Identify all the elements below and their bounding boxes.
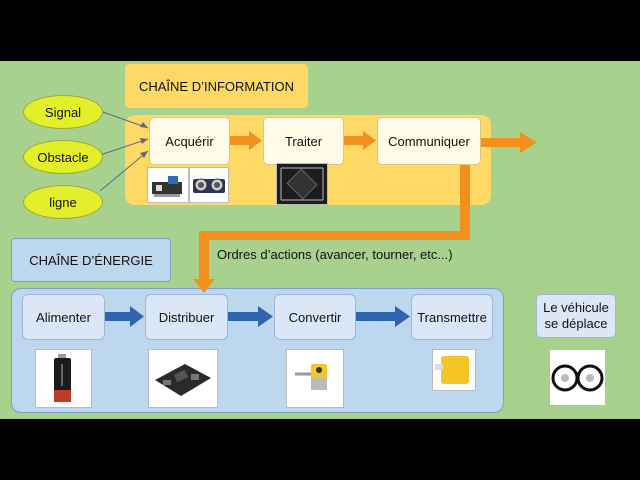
input-ligne: ligne — [23, 185, 103, 219]
step-alimenter: Alimenter — [22, 294, 105, 340]
input-signal: Signal — [23, 95, 103, 129]
result-label: Le véhicule se déplace — [536, 294, 616, 338]
ultrasonic-sensor-icon — [189, 167, 229, 203]
info-chain-title: CHAÎNE D’INFORMATION — [125, 64, 308, 108]
battery-icon — [35, 349, 92, 408]
energy-chain-arrows — [104, 306, 410, 327]
diagram-canvas: CHAÎNE D’INFORMATION CHAÎNE D’ÉNERGIE — [0, 61, 640, 419]
dc-motor-icon — [286, 349, 344, 408]
sensor-module-icon — [147, 167, 189, 203]
input-arrow-ligne — [99, 150, 149, 192]
info-chain-arrows — [229, 131, 537, 153]
energy-chain-title: CHAÎNE D’ÉNERGIE — [11, 238, 171, 282]
orders-label: Ordres d’actions (avancer, tourner, etc.… — [217, 246, 453, 262]
wheels-icon — [549, 349, 606, 406]
step-communiquer: Communiquer — [377, 117, 481, 165]
step-distribuer: Distribuer — [145, 294, 228, 340]
orders-arrow — [193, 161, 470, 293]
input-obstacle: Obstacle — [23, 140, 103, 174]
gearbox-icon — [432, 349, 476, 391]
step-transmettre: Transmettre — [411, 294, 493, 340]
input-arrow-signal — [99, 110, 149, 129]
step-traiter: Traiter — [263, 117, 344, 165]
input-arrow-obstacle — [99, 138, 149, 156]
step-acquerir: Acquérir — [149, 117, 230, 165]
microcontroller-chip-icon — [276, 163, 328, 205]
arrows-layer — [99, 110, 537, 327]
motor-driver-board-icon — [148, 349, 218, 408]
step-convertir: Convertir — [274, 294, 356, 340]
